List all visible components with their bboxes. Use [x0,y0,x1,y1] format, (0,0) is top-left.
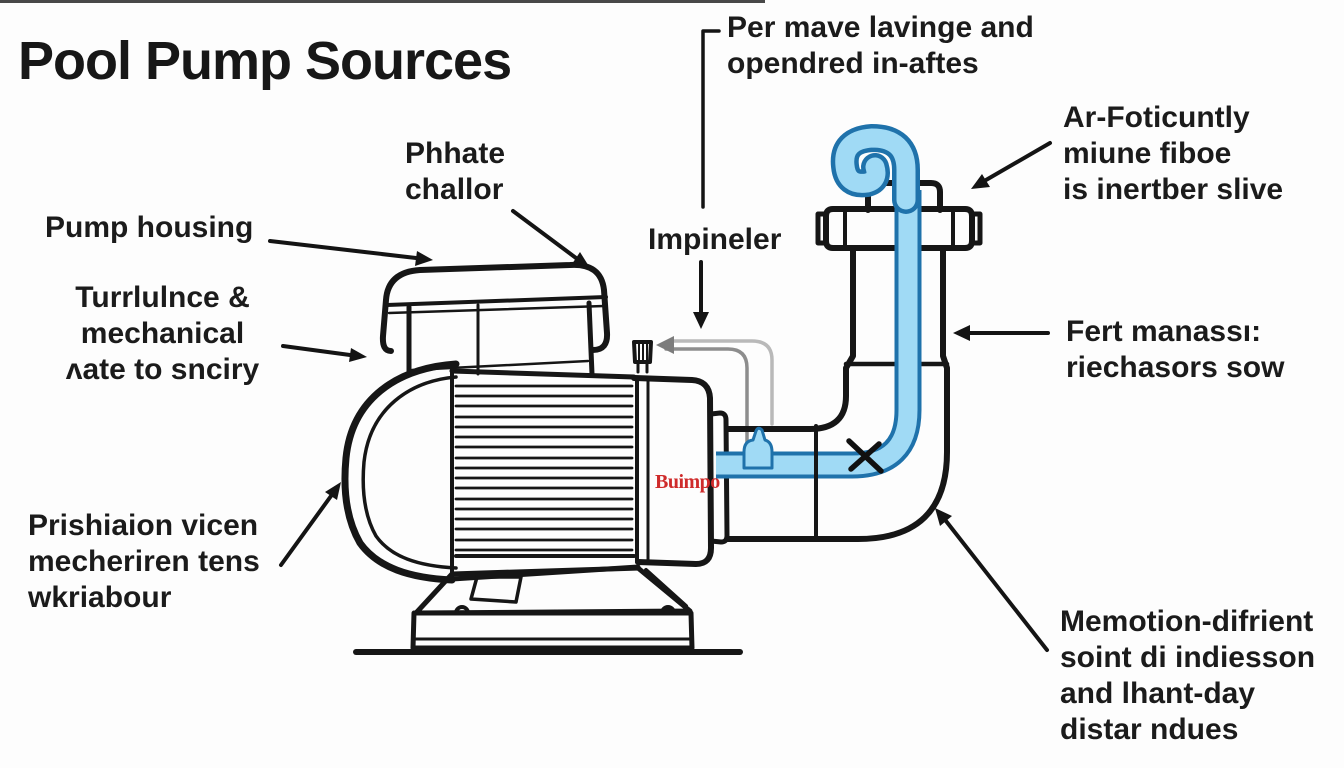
label-top-center: Per mave lavinge and opendred in-aftes [727,11,1034,80]
label-friction: Prishiaion vicen mecheriren tens wkriabo… [28,509,260,614]
page-title: Pool Pump Sources [18,31,512,91]
x-mark [846,438,884,474]
image-top-border [0,0,765,3]
label-bracket [701,29,721,209]
label-top-right: Ar-Foticuntly miune fiboe is inertber sl… [1063,101,1284,206]
base-pedestal [353,565,743,655]
label-pump-housing: Pump housing [45,211,254,244]
label-motion: Memotion-difrient soint di indiesson and… [1060,605,1316,746]
motor-body [341,360,641,584]
pump-housing-body [631,340,730,567]
label-impeller: Impineler [648,223,782,256]
device-brand-label: Buimpo [655,471,720,493]
label-turbulence: Turrlulnce & mechanical ʌate to snciry [65,281,260,386]
inlet-fitting [742,426,774,470]
annotation-arrows [268,29,1052,652]
terminal-box [379,261,611,377]
label-phhate: Phhate challor [405,137,506,206]
cooling-fins [454,384,634,552]
gray-callout-lines [656,336,774,448]
bolt-fitting [632,340,653,374]
gray-arrowhead [656,336,674,354]
water-flow [716,124,922,542]
label-return-line: Fert manassı: riechasors sow [1066,315,1285,384]
